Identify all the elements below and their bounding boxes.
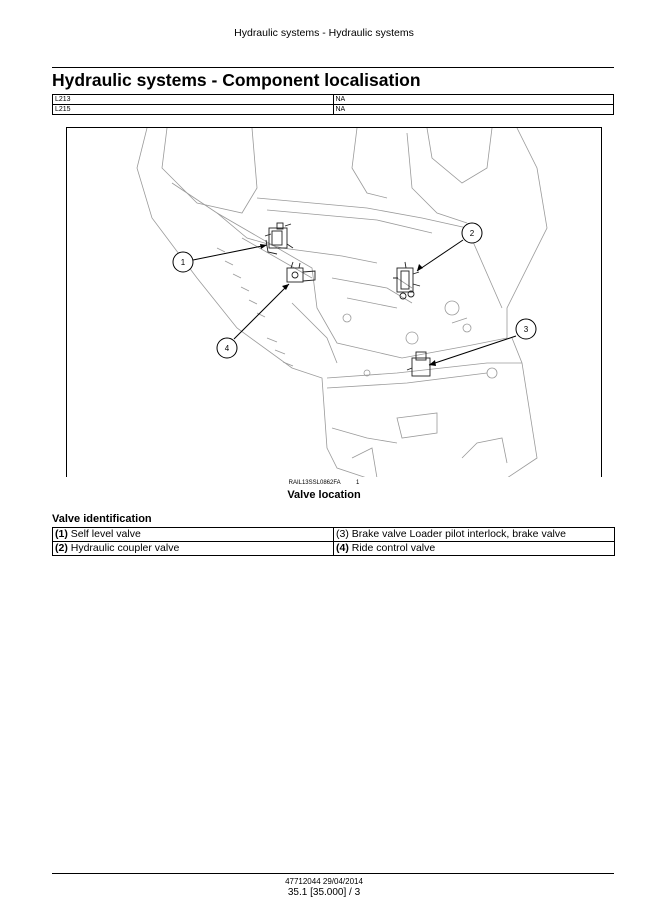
figure-image-id: RAIL13SSL0862FA xyxy=(288,480,341,486)
header-rule xyxy=(52,67,614,68)
table-row: L215 NA xyxy=(52,104,614,115)
valve-label: Brake valve Loader pilot interlock, brak… xyxy=(348,528,566,540)
model-cell: L215 xyxy=(52,104,334,115)
valve-number: (3) xyxy=(336,528,349,540)
valve-label: Self level valve xyxy=(67,528,141,540)
valve-cell: (3) Brake valve Loader pilot interlock, … xyxy=(333,527,615,542)
running-header: Hydraulic systems - Hydraulic systems xyxy=(234,27,414,39)
callout-1: 1 xyxy=(172,251,194,273)
svg-text:1: 1 xyxy=(181,258,186,267)
footer-rule xyxy=(52,873,614,874)
applicability-cell: NA xyxy=(332,94,614,105)
table-row: (2) Hydraulic coupler valve (4) Ride con… xyxy=(52,541,615,556)
callout-4: 4 xyxy=(216,337,238,359)
page-title: Hydraulic systems - Component localisati… xyxy=(52,70,421,90)
valve-cell: (1) Self level valve xyxy=(52,527,334,542)
svg-text:3: 3 xyxy=(524,325,529,334)
table-row: (1) Self level valve (3) Brake valve Loa… xyxy=(52,527,615,542)
figure-reference: RAIL13SSL0862FA 1 xyxy=(0,480,648,486)
valve-identification-table: (1) Self level valve (3) Brake valve Loa… xyxy=(52,527,615,556)
footer-document-id: 47712044 29/04/2014 xyxy=(285,877,363,886)
svg-text:2: 2 xyxy=(470,229,475,238)
valve-number: (4) xyxy=(336,542,349,554)
svg-text:4: 4 xyxy=(225,344,230,353)
table-row: L213 NA xyxy=(52,94,614,105)
chassis-line-drawing: 1 2 3 4 xyxy=(136,128,548,477)
figure-number: 1 xyxy=(356,480,360,486)
valve-number: (2) xyxy=(55,542,68,554)
valve-identification-heading: Valve identification xyxy=(52,513,152,525)
valve-location-figure: 1 2 3 4 xyxy=(66,127,602,477)
valve-number: (1) xyxy=(55,528,68,540)
valve-cell: (4) Ride control valve xyxy=(333,541,615,556)
valve-label: Hydraulic coupler valve xyxy=(67,542,180,554)
callout-3: 3 xyxy=(515,318,537,340)
figure-caption: Valve location xyxy=(287,489,361,501)
applicability-cell: NA xyxy=(332,104,614,115)
valve-cell: (2) Hydraulic coupler valve xyxy=(52,541,334,556)
valve-label: Ride control valve xyxy=(348,542,436,554)
model-applicability-table: L213 NA L215 NA xyxy=(52,94,614,115)
callout-2: 2 xyxy=(461,222,483,244)
footer-page-number: 35.1 [35.000] / 3 xyxy=(287,887,361,898)
model-cell: L213 xyxy=(52,94,334,105)
